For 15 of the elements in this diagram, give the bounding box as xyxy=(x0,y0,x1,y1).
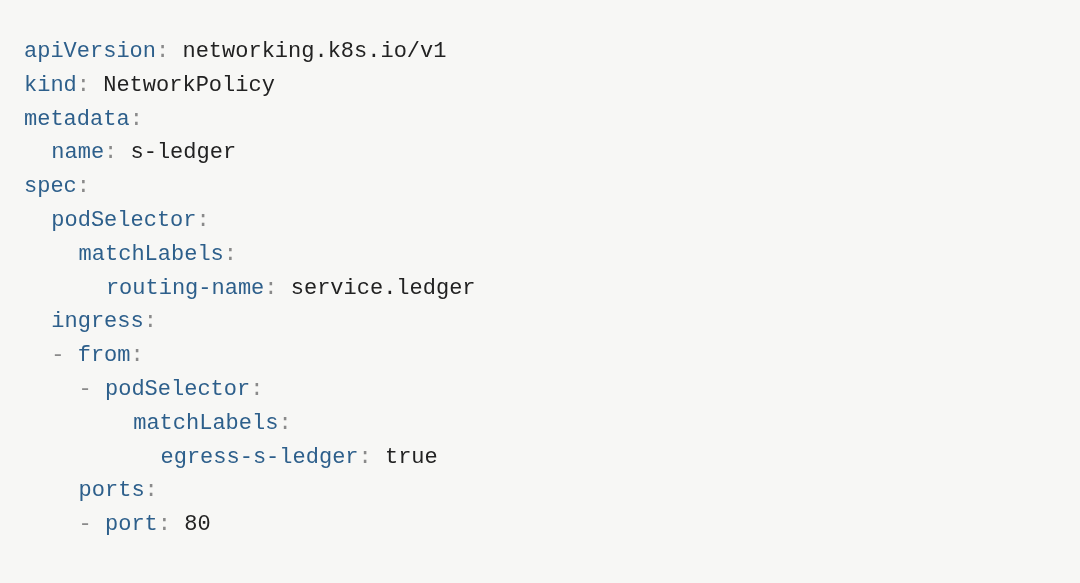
code-line: kind: NetworkPolicy xyxy=(24,71,275,100)
code-line: spec: xyxy=(24,173,90,202)
code-line: podSelector: xyxy=(51,207,210,235)
code-line: name: s-ledger xyxy=(51,139,237,168)
code-line: metadata: xyxy=(24,105,143,134)
code-line: - podSelector: xyxy=(78,376,264,404)
code-line: apiVersion: networking.k8s.io/v1 xyxy=(24,38,447,66)
code-line: matchLabels: xyxy=(78,240,238,269)
code-line: - from: xyxy=(51,342,144,371)
code-line: ports: xyxy=(78,477,158,506)
code-line: matchLabels: xyxy=(133,409,292,438)
code-line: routing-name: service.ledger xyxy=(105,274,476,303)
code-line: ingress: xyxy=(51,308,157,337)
code-line: egress-s-ledger: true xyxy=(160,443,438,472)
code-line: - port: 80 xyxy=(78,511,211,540)
